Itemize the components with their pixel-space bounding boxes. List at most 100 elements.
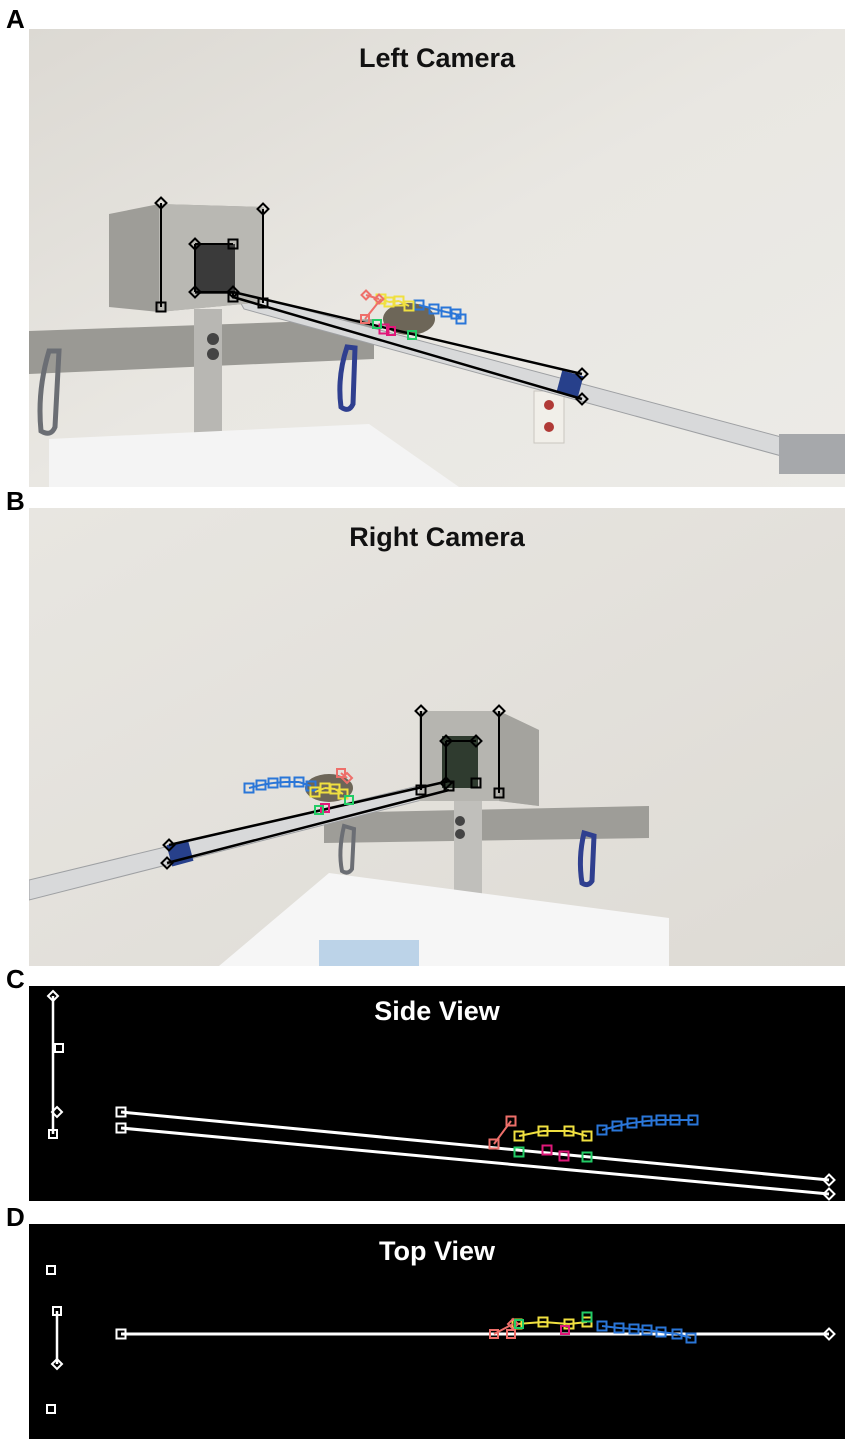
skeleton-line bbox=[418, 304, 435, 310]
keypoint-marker bbox=[822, 1327, 836, 1341]
keypoint-marker bbox=[160, 856, 174, 870]
panel-letter-b: B bbox=[6, 486, 25, 516]
keypoint-marker bbox=[320, 803, 330, 813]
keypoint-marker bbox=[403, 300, 415, 312]
shelf-bar bbox=[324, 806, 649, 843]
skeleton-line bbox=[365, 294, 380, 300]
skeleton-line bbox=[248, 784, 262, 789]
keypoint-marker bbox=[537, 1316, 549, 1328]
keypoint-marker bbox=[506, 1329, 516, 1339]
keypoint-marker bbox=[227, 238, 239, 250]
keypoint-marker bbox=[626, 1117, 638, 1129]
net bbox=[49, 424, 459, 487]
keypoint-marker bbox=[155, 301, 167, 313]
keypoint-marker bbox=[669, 1114, 681, 1126]
keypoint-marker bbox=[344, 795, 354, 805]
keypoint-marker bbox=[255, 779, 267, 791]
top-view-title: Top View bbox=[378, 1236, 495, 1266]
skeleton-line bbox=[633, 1328, 648, 1331]
keypoint-marker bbox=[373, 293, 385, 305]
keypoint-marker bbox=[407, 330, 417, 340]
keypoint-marker bbox=[360, 314, 370, 324]
keypoint-marker bbox=[581, 1311, 593, 1323]
keypoint-marker bbox=[46, 1265, 56, 1275]
keypoint-marker bbox=[513, 1146, 525, 1158]
skeleton-line bbox=[272, 781, 286, 784]
left-camera-panel: Left Camera bbox=[29, 29, 845, 487]
keypoint-marker bbox=[581, 1130, 593, 1142]
rod-clamp bbox=[779, 434, 845, 474]
keypoint-marker bbox=[687, 1114, 699, 1126]
skeleton-line bbox=[364, 298, 382, 320]
keypoint-marker bbox=[293, 776, 305, 788]
skeleton-line bbox=[646, 1329, 662, 1333]
keypoint-marker bbox=[628, 1323, 640, 1335]
keypoint-marker bbox=[492, 704, 506, 718]
skeleton-line bbox=[676, 1333, 692, 1339]
keypoint-marker bbox=[671, 1328, 683, 1340]
panel-letter-a: A bbox=[6, 4, 25, 34]
right-camera-panel: Right Camera bbox=[29, 508, 845, 966]
top-view-reconstruction bbox=[46, 1265, 836, 1414]
carabiner bbox=[337, 344, 358, 412]
keypoint-marker bbox=[54, 1043, 64, 1053]
keypoint-marker bbox=[489, 1329, 499, 1339]
skeleton-line bbox=[660, 1331, 678, 1335]
keypoint-marker bbox=[685, 1332, 697, 1344]
skeleton-line bbox=[631, 1120, 648, 1124]
keypoint-marker bbox=[314, 805, 324, 815]
skeleton-line bbox=[298, 781, 312, 787]
skeleton-line bbox=[260, 782, 274, 786]
keypoint-marker bbox=[188, 285, 202, 299]
panel-letter-c: C bbox=[6, 964, 25, 994]
keypoint-marker bbox=[46, 1404, 56, 1414]
keypoint-marker bbox=[455, 313, 467, 325]
keypoint-marker bbox=[541, 1144, 553, 1156]
keypoint-marker bbox=[188, 237, 202, 251]
skeleton-line bbox=[120, 1126, 830, 1196]
keypoint-marker bbox=[336, 768, 346, 778]
left-camera-title: Left Camera bbox=[358, 43, 516, 73]
keypoint-marker bbox=[415, 784, 427, 796]
keypoint-marker bbox=[48, 1129, 58, 1139]
keypoint-marker bbox=[514, 1319, 524, 1329]
keypoint-marker bbox=[822, 1173, 836, 1187]
skeleton-line bbox=[168, 779, 450, 847]
skeleton-line bbox=[493, 1120, 512, 1145]
skeleton-line bbox=[493, 1323, 514, 1335]
keypoint-marker bbox=[596, 1124, 608, 1136]
keypoint-marker bbox=[372, 319, 382, 329]
keypoint-marker bbox=[115, 1122, 127, 1134]
keypoint-marker bbox=[575, 367, 589, 381]
keypoint-marker bbox=[558, 1150, 570, 1162]
feeder-opening bbox=[195, 244, 235, 294]
keypoint-marker bbox=[414, 704, 428, 718]
keypoint-marker bbox=[470, 777, 482, 789]
top-view-keypoints bbox=[46, 1265, 836, 1414]
right-camera-scene bbox=[29, 508, 845, 966]
keypoint-marker bbox=[256, 202, 270, 216]
keypoint-marker bbox=[563, 1125, 575, 1137]
keypoint-marker bbox=[560, 1325, 570, 1335]
keypoint-marker bbox=[513, 1130, 525, 1142]
keypoint-marker bbox=[154, 196, 168, 210]
skeleton-line bbox=[232, 295, 583, 401]
keypoint-marker bbox=[226, 285, 240, 299]
carabiner bbox=[37, 348, 62, 436]
keypoint-marker bbox=[655, 1114, 667, 1126]
keypoint-marker bbox=[50, 1357, 64, 1371]
keypoint-marker bbox=[581, 1151, 593, 1163]
keypoint-marker bbox=[439, 734, 453, 748]
right-camera-title: Right Camera bbox=[349, 522, 525, 552]
keypoint-marker bbox=[50, 1105, 64, 1119]
keypoint-marker bbox=[243, 782, 255, 794]
left-camera-keypoints bbox=[154, 196, 589, 406]
keypoint-marker bbox=[337, 788, 349, 800]
carabiner bbox=[338, 823, 357, 875]
keypoint-marker bbox=[469, 734, 483, 748]
keypoint-marker bbox=[360, 289, 372, 301]
skeleton-line bbox=[340, 772, 348, 779]
skeleton-line bbox=[646, 1119, 662, 1122]
keypoint-marker bbox=[115, 1106, 127, 1118]
keypoint-marker bbox=[575, 392, 589, 406]
